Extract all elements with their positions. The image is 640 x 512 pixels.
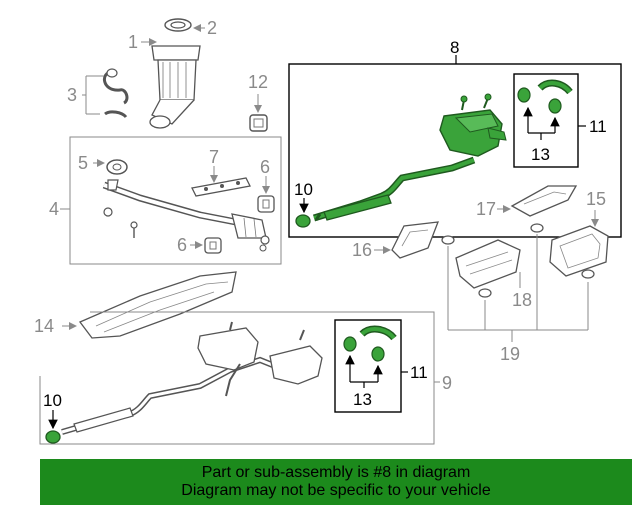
gasket-part-5[interactable] <box>106 159 128 175</box>
hanger-kit-part-11-lower[interactable] <box>343 325 397 362</box>
callout-13-lower: 13 <box>353 390 372 409</box>
heat-shield-part-18[interactable] <box>455 239 521 289</box>
callout-13-upper: 13 <box>531 145 550 164</box>
callout-14: 14 <box>34 316 54 336</box>
callout-1: 1 <box>128 32 138 52</box>
clamp-part-10-lower[interactable] <box>45 430 61 444</box>
hanger-part-6-upper[interactable] <box>257 195 275 213</box>
callout-9: 9 <box>442 373 452 393</box>
gasket-part-2[interactable] <box>164 18 192 32</box>
callout-6-lower: 6 <box>177 235 187 255</box>
leader-lines <box>60 24 599 383</box>
hanger-part-3[interactable] <box>103 68 129 119</box>
part-notice-banner: Part or sub-assembly is #8 in diagram Di… <box>40 459 632 505</box>
hanger-kit-box-lower <box>334 319 402 413</box>
complete-system-box-part-9 <box>39 311 435 445</box>
leader-lines-black <box>48 55 586 430</box>
callout-15: 15 <box>586 189 606 209</box>
callout-11-upper: 11 <box>589 117 607 136</box>
callout-5: 5 <box>78 153 88 173</box>
callout-lines-part-19 <box>447 234 589 342</box>
hanger-kit-part-11-upper[interactable] <box>517 79 573 114</box>
callout-19: 19 <box>500 344 520 364</box>
callout-12: 12 <box>248 72 268 92</box>
clamp-part-10-upper[interactable] <box>295 214 311 228</box>
heat-shield-part-16[interactable] <box>391 221 439 259</box>
banner-line-2: Diagram may not be specific to your vehi… <box>181 482 491 499</box>
callout-8: 8 <box>450 38 459 57</box>
exhaust-system-part-9[interactable] <box>61 321 323 435</box>
callout-16: 16 <box>352 240 372 260</box>
callout-4: 4 <box>49 199 59 219</box>
front-pipe-group-box <box>69 136 282 265</box>
callout-10-upper: 10 <box>294 180 313 199</box>
front-pipe-assembly[interactable] <box>102 159 270 252</box>
banner-line-1: Part or sub-assembly is #8 in diagram <box>201 464 471 481</box>
hanger-kit-box-upper <box>513 73 579 168</box>
callout-17: 17 <box>476 199 496 219</box>
heat-shield-part-15[interactable] <box>549 225 609 277</box>
callout-10-lower: 10 <box>43 391 62 410</box>
callout-11-lower: 11 <box>410 363 428 382</box>
rear-muffler-part-8[interactable] <box>312 93 507 222</box>
heat-shield-part-14[interactable] <box>78 271 237 339</box>
nut-part-19-group[interactable] <box>441 223 595 298</box>
callout-6-upper: 6 <box>260 157 270 177</box>
hanger-part-6-lower[interactable] <box>204 237 222 254</box>
bracket-part-12[interactable] <box>249 114 268 132</box>
rear-muffler-box-part-8 <box>288 63 622 238</box>
heat-shield-part-7[interactable] <box>191 177 251 197</box>
callout-18: 18 <box>512 290 532 310</box>
callout-2: 2 <box>207 18 217 38</box>
catalytic-converter-part-1[interactable] <box>149 45 201 129</box>
heat-shield-part-17[interactable] <box>510 185 578 217</box>
callout-3: 3 <box>67 85 77 105</box>
callout-7: 7 <box>209 147 219 167</box>
